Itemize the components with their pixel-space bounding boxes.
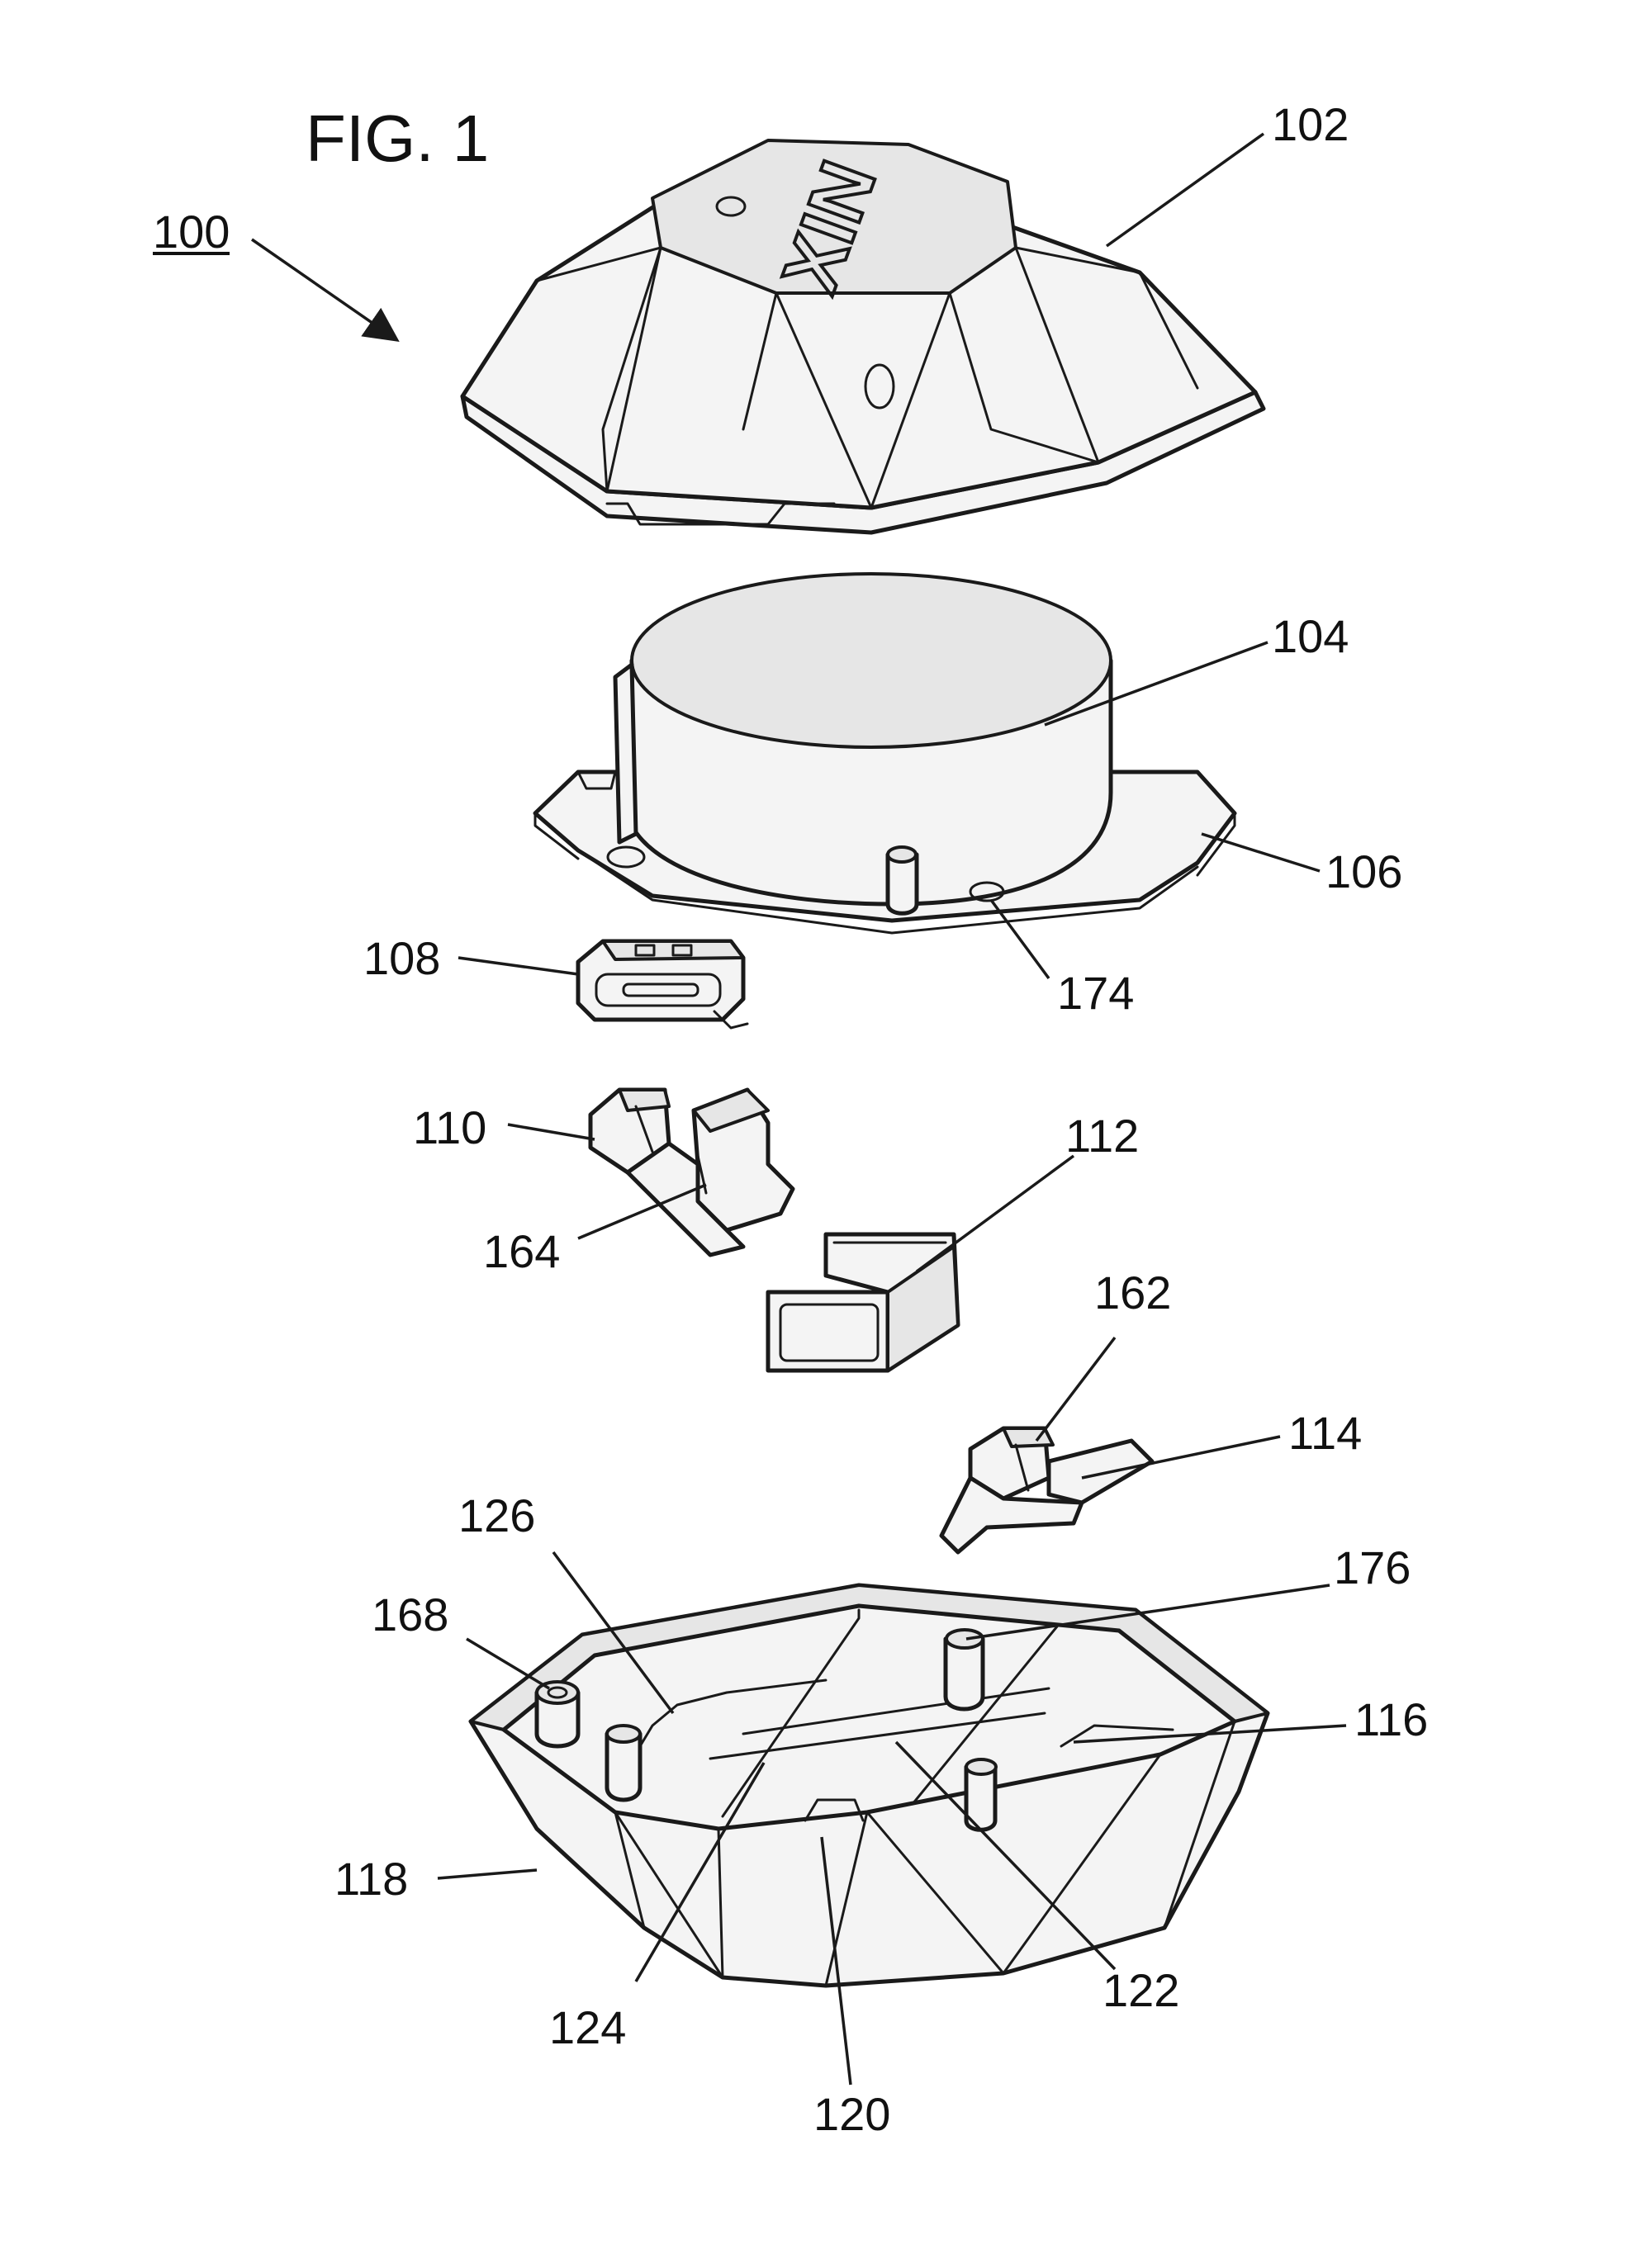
assembly-reference: 100 bbox=[153, 206, 395, 339]
label-108: 108 bbox=[363, 932, 578, 984]
ref-104: 104 bbox=[1272, 610, 1349, 662]
label-164: 164 bbox=[483, 1185, 706, 1277]
ref-108: 108 bbox=[363, 932, 440, 984]
ref-106: 106 bbox=[1325, 845, 1402, 897]
ref-100: 100 bbox=[153, 206, 230, 258]
label-106: 106 bbox=[1202, 834, 1402, 897]
ref-174: 174 bbox=[1057, 967, 1134, 1019]
ref-112: 112 bbox=[1065, 1110, 1139, 1162]
ref-118: 118 bbox=[334, 1853, 408, 1905]
clip-right bbox=[941, 1428, 1152, 1552]
ref-120: 120 bbox=[813, 2088, 890, 2140]
ref-176: 176 bbox=[1334, 1541, 1411, 1593]
base-housing bbox=[471, 1585, 1268, 1986]
label-112: 112 bbox=[917, 1110, 1139, 1271]
usb-connector bbox=[578, 941, 747, 1028]
ref-116: 116 bbox=[1354, 1693, 1428, 1745]
ref-126: 126 bbox=[458, 1489, 535, 1541]
label-174: 174 bbox=[991, 900, 1134, 1019]
clip-left bbox=[590, 1090, 793, 1255]
label-110: 110 bbox=[413, 1101, 595, 1153]
label-168: 168 bbox=[372, 1589, 549, 1688]
u-spring bbox=[768, 1234, 958, 1371]
ref-124: 124 bbox=[549, 2001, 626, 2053]
ref-164: 164 bbox=[483, 1225, 560, 1277]
label-162: 162 bbox=[1036, 1267, 1171, 1441]
ref-122: 122 bbox=[1103, 1964, 1179, 2016]
label-118: 118 bbox=[334, 1853, 537, 1905]
top-cover: XIN bbox=[462, 140, 1264, 533]
ref-114: 114 bbox=[1288, 1407, 1362, 1459]
ref-168: 168 bbox=[372, 1589, 448, 1641]
ref-102: 102 bbox=[1272, 98, 1349, 150]
figure-title: FIG. 1 bbox=[306, 102, 489, 175]
label-102: 102 bbox=[1107, 98, 1349, 246]
ref-110: 110 bbox=[413, 1101, 486, 1153]
battery-module bbox=[535, 574, 1235, 933]
ref-162: 162 bbox=[1094, 1267, 1171, 1319]
